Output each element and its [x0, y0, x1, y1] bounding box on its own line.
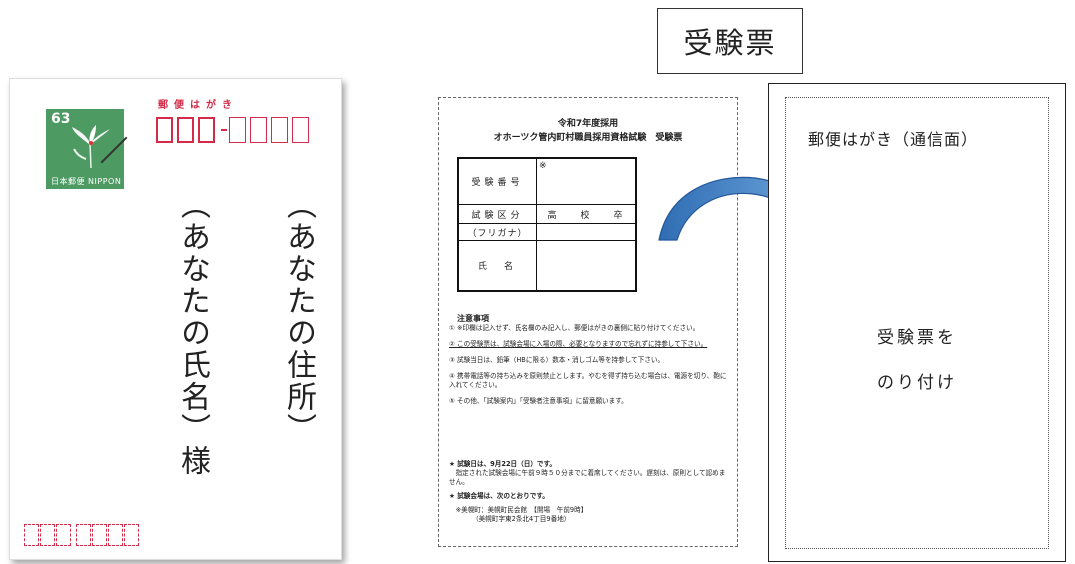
paste-instruction-line2: のり付け: [877, 373, 957, 393]
ticket-table: 受験番号 ※ 試験区分 高 校 卒 （フリガナ） 氏 名: [457, 157, 637, 292]
table-row: 試験区分 高 校 卒: [459, 205, 635, 224]
exam-date: ★ 試験日は、9月22日（日）です。: [449, 460, 557, 468]
sender-zip-box: [56, 524, 71, 546]
paste-area: 郵便はがき（通信面） 受験票を のり付け: [785, 97, 1049, 549]
name-value: [537, 241, 635, 290]
address-placeholder: （あなたの住所）: [281, 189, 316, 445]
title-box: 受験票: [657, 8, 803, 74]
row-label: （フリガナ）: [459, 224, 537, 240]
sender-zip-box: [40, 524, 55, 546]
stamp-value: 63: [51, 111, 71, 127]
zip-box: [292, 117, 309, 143]
note-item: ② この受験票は、試験会場に入場の際、必要となりますので忘れずに持参して下さい。: [449, 340, 708, 348]
exam-number-value: ※: [539, 161, 547, 171]
admission-ticket: 令和7年度採用 オホーツク管内町村職員採用資格試験 受験票 受験番号 ※ 試験区…: [438, 97, 738, 547]
note-item: ① ※印欄は記入せず、氏名欄のみ記入し、郵便はがきの裏側に貼り付けてください。: [449, 324, 700, 332]
zip-dash: [221, 129, 227, 131]
exam-venue-address: （美幌町字東2条北4丁目9番地）: [449, 515, 571, 523]
exam-category-value: 高 校 卒: [547, 210, 625, 221]
table-row: 氏 名: [459, 241, 635, 290]
zip-box: [250, 117, 267, 143]
exam-venue-heading: ★ 試験会場は、次のとおりです。: [449, 492, 549, 500]
zip-box: [177, 117, 194, 143]
furigana-value: [537, 224, 635, 240]
sender-zip-box: [24, 524, 39, 546]
note-item: ⑤ その他、「試験案内」「受験者注意事項」に留意願います。: [449, 397, 628, 405]
zip-box: [156, 117, 173, 143]
row-label: 試験区分: [459, 205, 537, 223]
sender-zip-box: [76, 524, 91, 546]
row-label: 氏 名: [459, 241, 537, 290]
zip-box: [198, 117, 215, 143]
postcard-front: 63 日本郵便 NIPPON 郵便はがき （あなたの住所） （あなたの氏名）様: [9, 78, 342, 560]
notes-title: 注意事項: [457, 314, 489, 323]
note-item: ④ 携帯電話等の持ち込みを原則禁止とします。やむを得ず持ち込む場合は、電源を切り…: [449, 372, 727, 389]
zip-box: [271, 117, 288, 143]
postcard-back-title: 郵便はがき（通信面）: [808, 130, 979, 149]
note-item: ③ 試験当日は、鉛筆（HBに限る）数本・消しゴム等を持参して下さい。: [449, 356, 665, 364]
postcard-back: 郵便はがき（通信面） 受験票を のり付け: [768, 83, 1066, 562]
zip-box: [229, 117, 246, 143]
row-label: 受験番号: [459, 159, 537, 204]
table-row: 受験番号 ※: [459, 159, 635, 205]
exam-date-detail: 指定された試験会場に午前９時５０分までに着席してください。遅刻は、原則として認め…: [449, 469, 726, 486]
ticket-heading-year: 令和7年度採用: [557, 119, 619, 129]
sender-zip-box: [92, 524, 107, 546]
table-row: （フリガナ）: [459, 224, 635, 241]
ticket-heading-title: オホーツク管内町村職員採用資格試験 受験票: [493, 133, 683, 143]
sender-zip-box: [124, 524, 139, 546]
postcard-label: 郵便はがき: [158, 100, 238, 111]
sender-zip-box: [108, 524, 123, 546]
lily-icon: [72, 125, 110, 169]
postage-stamp: 63 日本郵便 NIPPON: [46, 109, 124, 189]
stamp-footer: 日本郵便 NIPPON: [51, 177, 122, 186]
exam-venue: ※美幌町：美幌町民会館 【開場 午前9時】: [449, 506, 588, 514]
notes-list: ① ※印欄は記入せず、氏名欄のみ記入し、郵便はがきの裏側に貼り付けてください。 …: [449, 324, 729, 413]
exam-info: ★ 試験日は、9月22日（日）です。 指定された試験会場に午前９時５０分までに着…: [449, 460, 731, 529]
paste-instruction-line1: 受験票を: [877, 328, 957, 348]
name-placeholder: （あなたの氏名）様: [175, 189, 210, 477]
